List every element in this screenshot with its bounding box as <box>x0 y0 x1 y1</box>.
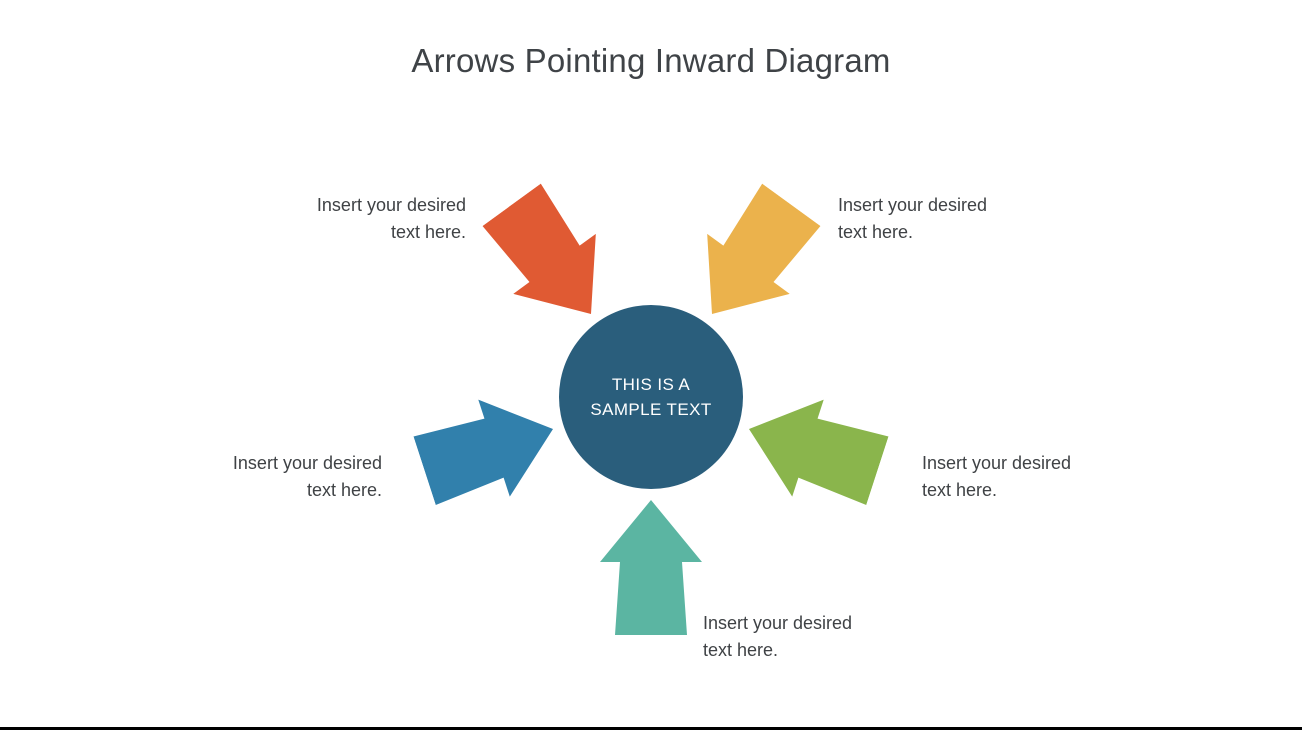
label-top-left: Insert your desired text here. <box>286 192 466 246</box>
arrow-inward-right-icon <box>749 399 889 505</box>
label-top-right: Insert your desired text here. <box>838 192 1048 246</box>
center-circle <box>559 305 743 489</box>
label-mid-right: Insert your desired text here. <box>922 450 1132 504</box>
label-mid-left: Insert your desired text here. <box>200 450 382 504</box>
arrow-inward-top-left-icon <box>482 183 596 314</box>
arrow-inward-left-icon <box>413 399 553 505</box>
label-line: Insert your desired <box>703 613 853 633</box>
center-circle-text: THIS IS A SAMPLE TEXT <box>559 305 743 489</box>
page-title: Arrows Pointing Inward Diagram <box>411 42 891 79</box>
arrow-inward-top-right-icon <box>707 183 821 314</box>
label-line: Insert your desired <box>232 453 382 473</box>
bottom-divider <box>0 727 1302 730</box>
label-line: text here. <box>838 222 914 242</box>
center-circle-shape <box>559 305 743 489</box>
label-line: text here. <box>390 222 466 242</box>
arrow-shape <box>413 399 553 505</box>
arrow-shape <box>482 183 596 314</box>
center-text-line: THIS IS A <box>611 375 691 394</box>
arrow-shape <box>600 500 702 635</box>
label-line: Insert your desired <box>838 195 988 215</box>
label-bottom: Insert your desired text here. <box>703 610 913 664</box>
label-line: text here. <box>922 480 998 500</box>
label-line: text here. <box>703 640 779 660</box>
label-line: Insert your desired <box>316 195 466 215</box>
label-line: Insert your desired <box>922 453 1072 473</box>
label-line: text here. <box>306 480 382 500</box>
arrow-inward-bottom-icon <box>600 500 702 635</box>
center-text-line: SAMPLE TEXT <box>590 400 712 419</box>
arrow-shape <box>707 183 821 314</box>
arrow-shape <box>749 399 889 505</box>
